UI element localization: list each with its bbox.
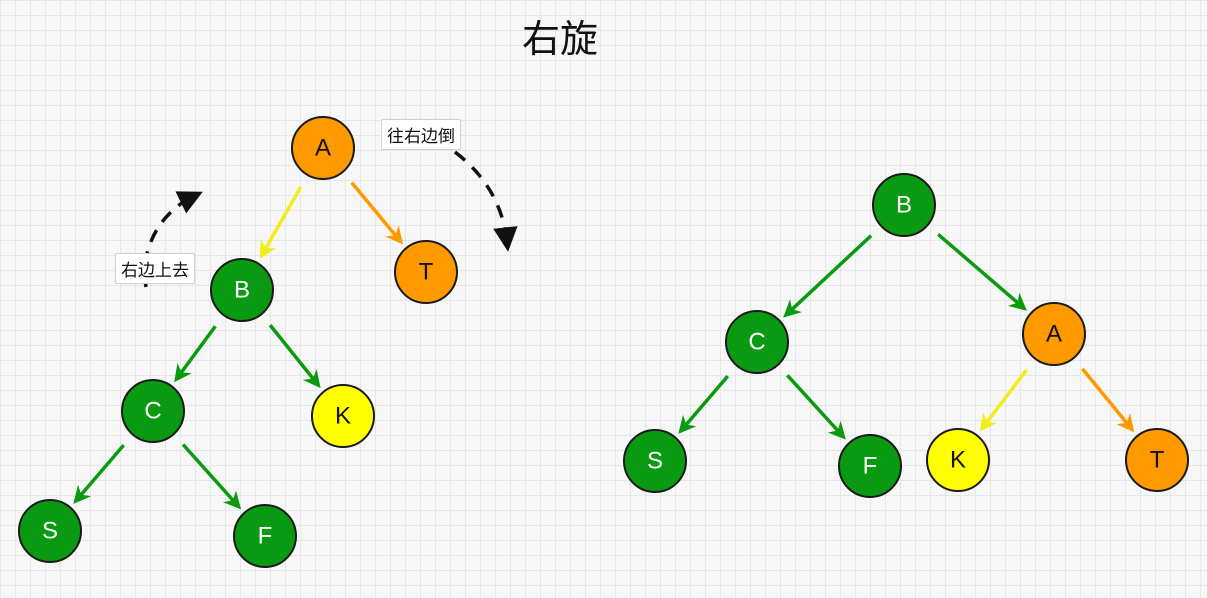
edge-after-B-A	[936, 233, 1027, 311]
node-label: A	[315, 134, 331, 161]
node-label: A	[1046, 320, 1062, 347]
node-after-B: B	[872, 173, 936, 237]
node-after-T: T	[1125, 428, 1189, 492]
node-before-K: K	[311, 384, 375, 448]
node-before-C: C	[121, 379, 185, 443]
node-before-B: B	[210, 258, 274, 322]
node-circle	[291, 116, 355, 180]
edge-before-A-T	[350, 181, 404, 245]
node-label: F	[258, 522, 273, 549]
edge-before-A-B	[259, 186, 303, 259]
node-label: S	[42, 517, 58, 544]
edge-before-B-K	[268, 324, 321, 389]
node-before-F: F	[233, 504, 297, 568]
node-circle	[1022, 302, 1086, 366]
node-after-C: C	[725, 310, 789, 374]
edge-after-C-F	[786, 374, 846, 440]
node-label: F	[863, 452, 878, 479]
edge-before-B-C	[174, 325, 217, 383]
node-circle	[311, 384, 375, 448]
diagram-title: 右旋	[521, 17, 598, 61]
node-label: S	[647, 447, 663, 474]
node-label: K	[950, 446, 966, 473]
node-circle	[838, 434, 902, 498]
node-label: C	[144, 397, 161, 424]
edge-before-C-F	[181, 443, 242, 510]
node-circle	[872, 173, 936, 237]
node-after-K: K	[926, 428, 990, 492]
node-before-A: A	[291, 116, 355, 180]
node-after-S: S	[623, 429, 687, 493]
dashed-right-arrow	[453, 150, 518, 252]
edge-after-B-C	[783, 234, 873, 318]
note-right-goes-up: 右边上去	[115, 253, 195, 284]
node-label: K	[335, 402, 351, 429]
node-circle	[623, 429, 687, 493]
node-before-S: S	[18, 499, 82, 563]
edge-before-C-S	[73, 444, 126, 504]
node-label: T	[1150, 446, 1165, 473]
edge-after-C-S	[678, 375, 730, 434]
node-label: C	[748, 328, 765, 355]
note-fall-to-right: 往右边倒	[381, 119, 461, 150]
node-circle	[18, 499, 82, 563]
node-after-A: A	[1022, 302, 1086, 366]
node-circle	[926, 428, 990, 492]
nodes-layer: A T B K C S F B C A S F K T	[18, 116, 1189, 568]
node-circle	[725, 310, 789, 374]
node-circle	[233, 504, 297, 568]
edge-after-A-T	[1081, 367, 1135, 433]
node-circle	[210, 258, 274, 322]
edges-layer	[73, 181, 1135, 510]
node-after-F: F	[838, 434, 902, 498]
node-label: B	[896, 191, 912, 218]
node-circle	[394, 240, 458, 304]
node-label: T	[419, 258, 434, 285]
edge-after-A-K	[979, 368, 1029, 432]
node-label: B	[234, 276, 250, 303]
node-before-T: T	[394, 240, 458, 304]
node-circle	[121, 379, 185, 443]
node-circle	[1125, 428, 1189, 492]
